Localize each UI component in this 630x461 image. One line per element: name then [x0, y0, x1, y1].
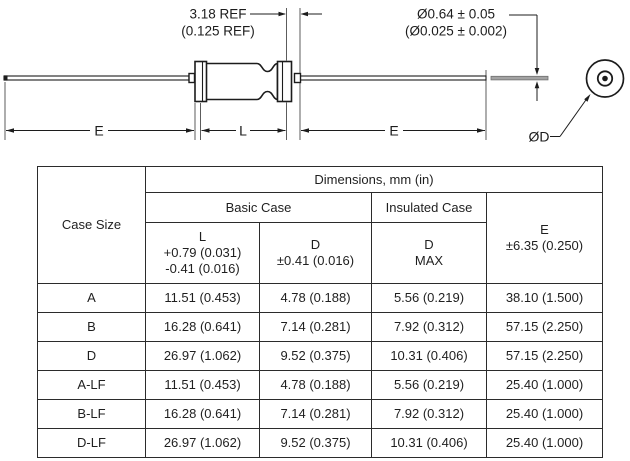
end-view-lead-dot: [602, 75, 608, 82]
table-row: A 11.51 (0.453) 4.78 (0.188) 5.56 (0.219…: [37, 283, 603, 313]
cell-l: 16.28 (0.641): [145, 399, 260, 429]
table-row: B 16.28 (0.641) 7.14 (0.281) 7.92 (0.312…: [37, 312, 603, 342]
end-cap-left: [194, 60, 208, 103]
dimensional-drawing: 3.18 REF (0.125 REF) Ø0.64 ± 0.05 (Ø0.02…: [0, 0, 630, 167]
col-header-d-insulated: D MAX: [371, 222, 487, 284]
group-header-insulated-case: Insulated Case: [371, 192, 487, 223]
col-l-tolerance-plus: +0.79 (0.031): [163, 245, 242, 260]
cell-d-insulated: 7.92 (0.312): [371, 399, 487, 429]
lead-dia-dim-line1: Ø0.64 ± 0.05: [417, 7, 495, 22]
cell-d-insulated: 10.31 (0.406): [371, 428, 487, 458]
cell-e: 57.15 (2.250): [486, 341, 603, 371]
group-header-basic-case: Basic Case: [145, 192, 372, 223]
cell-d-basic: 4.78 (0.188): [259, 283, 372, 313]
cell-e: 38.10 (1.500): [486, 283, 603, 313]
body-gap-dim-line1: 3.18 REF: [189, 7, 246, 22]
cell-e: 25.40 (1.000): [486, 370, 603, 400]
dimensions-table: Case Size Dimensions, mm (in) Basic Case…: [37, 166, 603, 458]
col-header-l: L +0.79 (0.031) -0.41 (0.016): [145, 222, 260, 284]
col-dmax-sub: MAX: [414, 253, 444, 268]
body-gap-dim-line2: (0.125 REF): [181, 24, 255, 39]
table-title: Dimensions, mm (in): [145, 166, 603, 193]
cell-d-basic: 7.14 (0.281): [259, 399, 372, 429]
col-header-case-size: Case Size: [37, 166, 146, 284]
end-cap-right: [276, 60, 293, 103]
weld-bead-left: [188, 72, 196, 84]
cell-case-size: B: [37, 312, 146, 342]
axial-capacitor-diagram: 3.18 REF (0.125 REF) Ø0.64 ± 0.05 (Ø0.02…: [3, 7, 625, 145]
case-cylinder: [205, 62, 279, 101]
table-row: B-LF 16.28 (0.641) 7.14 (0.281) 7.92 (0.…: [37, 399, 603, 429]
cell-d-insulated: 5.56 (0.219): [371, 370, 487, 400]
cell-e: 25.40 (1.000): [486, 428, 603, 458]
lead-right: [299, 75, 487, 81]
cell-d-basic: 9.52 (0.375): [259, 341, 372, 371]
col-header-d-basic: D ±0.41 (0.016): [259, 222, 372, 284]
cell-l: 26.97 (1.062): [145, 341, 260, 371]
cell-case-size: D: [37, 341, 146, 371]
cell-case-size: A: [37, 283, 146, 313]
case-dia-label: ØD: [529, 129, 550, 145]
col-header-e: E ±6.35 (0.250): [486, 192, 603, 284]
end-view: [585, 59, 625, 98]
cell-case-size: B-LF: [37, 399, 146, 429]
cell-d-insulated: 5.56 (0.219): [371, 283, 487, 313]
case-length-dim-label: L: [239, 123, 247, 139]
col-e-tolerance: ±6.35 (0.250): [505, 238, 584, 253]
lead-left-dim-label: E: [94, 123, 103, 139]
cell-d-insulated: 10.31 (0.406): [371, 341, 487, 371]
capacitor-body: [188, 60, 302, 103]
cell-e: 25.40 (1.000): [486, 399, 603, 429]
table-row: D-LF 26.97 (1.062) 9.52 (0.375) 10.31 (0…: [37, 428, 603, 458]
lead-left: [3, 75, 190, 81]
col-d-label: D: [310, 237, 321, 252]
lead-dia-dim-line2: (Ø0.025 ± 0.002): [405, 24, 507, 39]
col-d-tolerance: ±0.41 (0.016): [276, 253, 355, 268]
cell-case-size: A-LF: [37, 370, 146, 400]
cell-l: 16.28 (0.641): [145, 312, 260, 342]
cell-d-basic: 9.52 (0.375): [259, 428, 372, 458]
weld-bead-right: [293, 72, 302, 84]
cell-l: 11.51 (0.453): [145, 370, 260, 400]
extension-lines: [4, 8, 487, 140]
cell-e: 57.15 (2.250): [486, 312, 603, 342]
col-l-label: L: [198, 229, 207, 244]
cell-d-insulated: 7.92 (0.312): [371, 312, 487, 342]
cell-d-basic: 7.14 (0.281): [259, 312, 372, 342]
lead-end-segment: [490, 75, 549, 81]
dimension-lines: [6, 11, 591, 138]
cell-l: 26.97 (1.062): [145, 428, 260, 458]
cell-d-basic: 4.78 (0.188): [259, 370, 372, 400]
cell-l: 11.51 (0.453): [145, 283, 260, 313]
table-row: D 26.97 (1.062) 9.52 (0.375) 10.31 (0.40…: [37, 341, 603, 371]
col-l-tolerance-minus: -0.41 (0.016): [165, 261, 240, 276]
lead-right-dim-label: E: [389, 123, 398, 139]
col-dmax-label: D: [424, 237, 434, 252]
table-row: A-LF 11.51 (0.453) 4.78 (0.188) 5.56 (0.…: [37, 370, 603, 400]
cell-case-size: D-LF: [37, 428, 146, 458]
col-e-label: E: [540, 222, 549, 237]
